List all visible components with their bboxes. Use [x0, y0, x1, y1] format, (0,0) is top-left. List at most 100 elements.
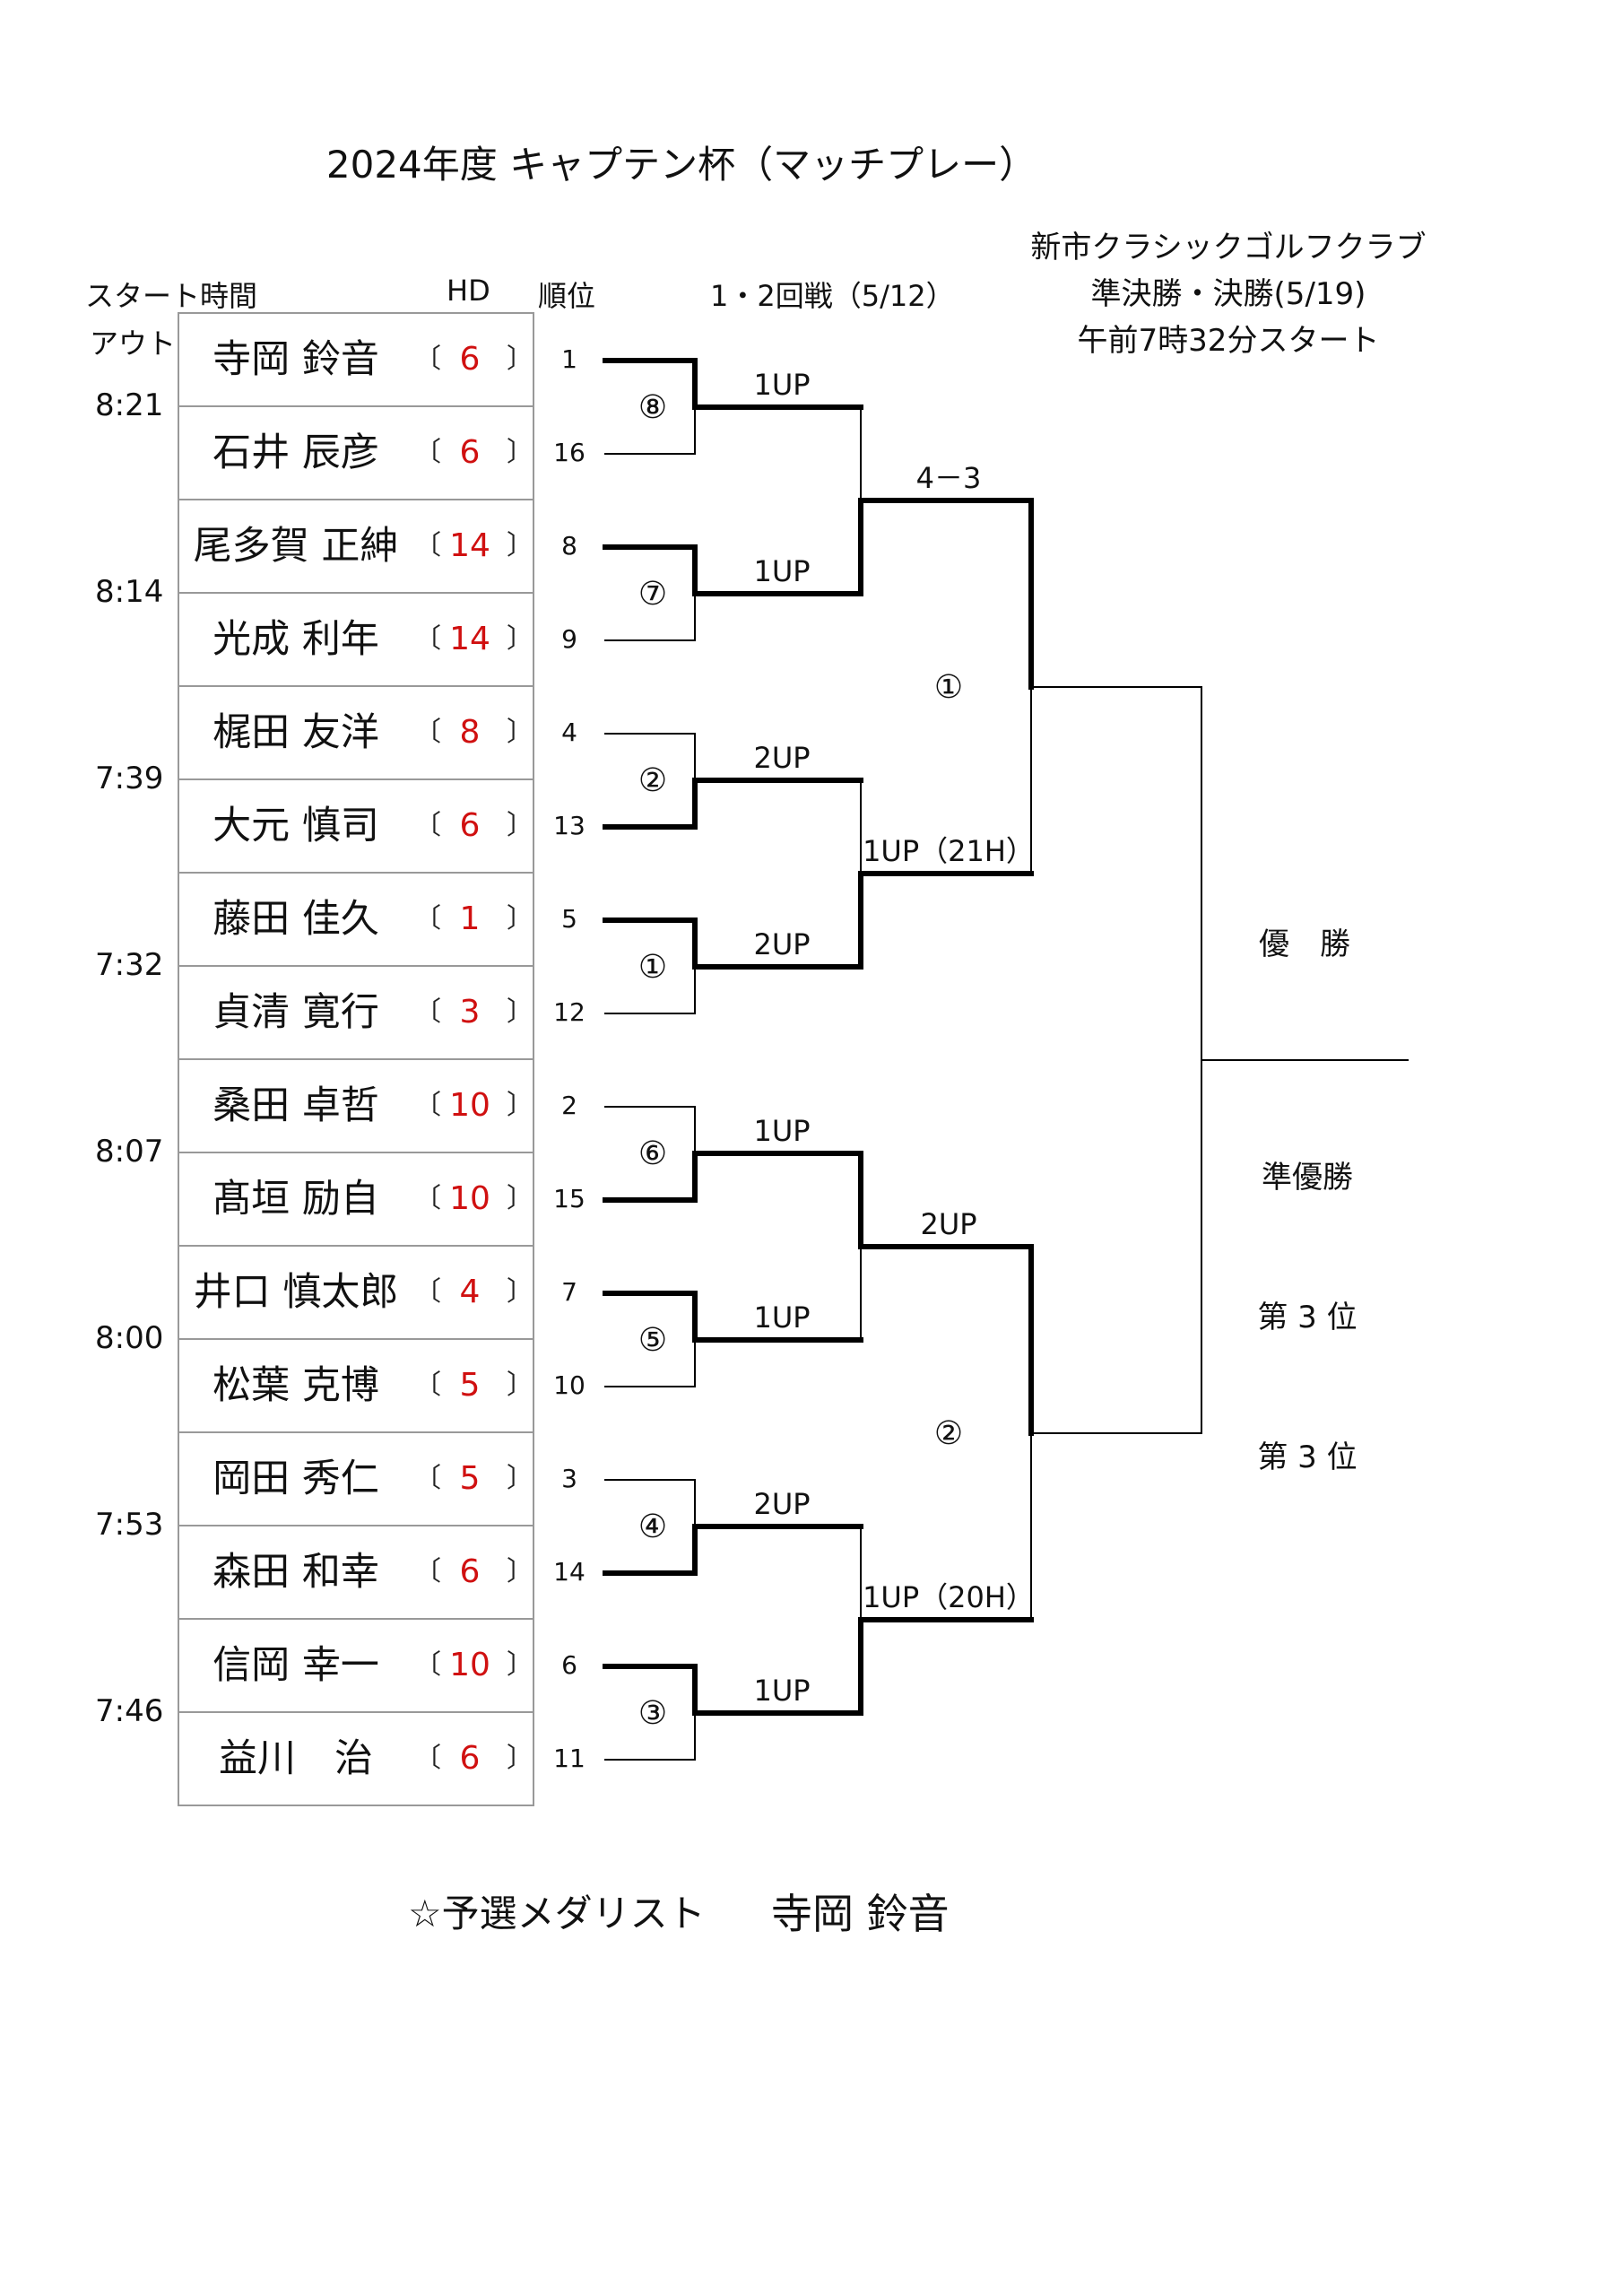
bracket-close: 〕 — [507, 810, 533, 841]
bracket-open: 〔 — [414, 996, 441, 1028]
player-name: 光成 利年 — [213, 617, 379, 662]
bracket-close: 〕 — [507, 1743, 533, 1774]
medalist-label: ☆予選メダリスト — [408, 1892, 706, 1935]
player-handicap: 14 — [449, 621, 490, 657]
match-number: ② — [638, 762, 667, 799]
player-name: 藤田 佳久 — [213, 897, 379, 942]
player-name: 尾多賀 正紳 — [193, 524, 399, 569]
out-label: アウト — [90, 326, 177, 361]
bracket-close: 〕 — [507, 1183, 533, 1214]
player-row: 貞清 寛行 〔 3 〕 — [179, 967, 533, 1060]
match-number: ① — [638, 949, 667, 986]
seed-number: 15 — [553, 1184, 585, 1213]
seed-number: 14 — [553, 1557, 585, 1587]
match-result: 2UP — [753, 1487, 810, 1521]
bracket-open: 〔 — [414, 1090, 441, 1121]
bracket-close: 〕 — [507, 1463, 533, 1494]
player-row: 髙垣 励自 〔 10 〕 — [179, 1153, 533, 1247]
match-result: 1UP（20H） — [863, 1580, 1035, 1614]
rank-header: 順位 — [538, 279, 596, 313]
bracket-close: 〕 — [507, 903, 533, 935]
player-handicap: 3 — [459, 994, 481, 1031]
bracket-open: 〔 — [414, 1649, 441, 1681]
bracket-close: 〕 — [507, 1090, 533, 1121]
player-name: 髙垣 励自 — [213, 1177, 379, 1222]
player-row: 桑田 卓哲〔10〕 — [179, 1060, 533, 1153]
seed-number: 11 — [553, 1744, 585, 1773]
player-name: 岡田 秀仁 — [213, 1457, 379, 1501]
start-time: 8:14 — [95, 574, 164, 610]
seed-number: 6 — [561, 1650, 577, 1680]
player-list: 寺岡 鈴音〔6〕石井 辰彦〔6〕尾多賀 正紳〔14〕光成 利年〔14〕梶田 友洋… — [178, 312, 534, 1806]
match-number: ④ — [638, 1509, 667, 1545]
bracket-open: 〔 — [414, 344, 441, 375]
player-name: 寺岡 鈴音 — [213, 337, 379, 382]
match-result: 2UP — [753, 741, 810, 775]
player-handicap: 5 — [459, 1367, 481, 1404]
player-name: 大元 慎司 — [213, 804, 379, 848]
player-name: 井口 慎太郎 — [193, 1270, 399, 1315]
player-handicap: 10 — [449, 1180, 490, 1217]
start-time-header: スタート時間 — [85, 279, 258, 313]
player-row: 信岡 幸一〔10〕 — [179, 1620, 533, 1713]
match-result: 2UP — [753, 927, 810, 961]
player-handicap: 8 — [459, 714, 481, 751]
bracket-open: 〔 — [414, 623, 441, 655]
start-time: 8:07 — [95, 1134, 164, 1170]
player-row: 光成 利年 〔14 〕 — [179, 594, 533, 687]
start-time: 7:53 — [95, 1507, 164, 1543]
start-time: 8:21 — [95, 387, 164, 423]
semifinal-number: ② — [934, 1415, 963, 1452]
bracket-close: 〕 — [507, 1276, 533, 1308]
match-result: 1UP — [753, 1674, 810, 1708]
seed-number: 3 — [561, 1464, 577, 1493]
bracket-open: 〔 — [414, 530, 441, 561]
seed-number: 9 — [561, 624, 577, 654]
player-row: 梶田 友洋〔8〕 — [179, 687, 533, 780]
third-place-label: 第 3 位 — [1257, 1439, 1357, 1475]
player-handicap: 6 — [459, 1553, 481, 1590]
match-result: 1UP — [753, 1114, 810, 1148]
bracket-open: 〔 — [414, 1370, 441, 1401]
bracket-close: 〕 — [507, 1556, 533, 1587]
seed-number: 10 — [553, 1370, 585, 1400]
player-name: 益川 治 — [219, 1736, 373, 1781]
player-name: 石井 辰彦 — [213, 430, 379, 475]
player-handicap: 6 — [459, 1740, 481, 1777]
player-handicap: 4 — [459, 1274, 481, 1310]
seed-number: 1 — [561, 344, 577, 374]
third-place-label: 第 3 位 — [1257, 1300, 1357, 1335]
bracket-open: 〔 — [414, 1276, 441, 1308]
hd-header: HD — [447, 274, 490, 308]
seed-number: 4 — [561, 718, 577, 747]
page-title: 2024年度 キャプテン杯（マッチプレー） — [325, 143, 1037, 187]
player-row: 大元 慎司〔6〕 — [179, 780, 533, 874]
bracket-close: 〕 — [507, 530, 533, 561]
match-number: ⑦ — [638, 576, 667, 613]
match-result: 2UP — [920, 1207, 976, 1241]
bracket-close: 〕 — [507, 623, 533, 655]
bracket-close: 〕 — [507, 717, 533, 748]
bracket-close: 〕 — [507, 437, 533, 468]
bracket-close: 〕 — [507, 996, 533, 1028]
champion-label: 優 勝 — [1259, 926, 1350, 962]
player-handicap: 6 — [459, 807, 481, 844]
match-result: 1UP — [753, 1300, 810, 1335]
seed-number: 12 — [553, 997, 585, 1027]
player-handicap: 14 — [449, 527, 490, 564]
semifinal-number: ① — [934, 669, 963, 706]
start-time: 7:46 — [95, 1693, 164, 1729]
match-result: 1UP — [753, 368, 810, 402]
bracket-open: 〔 — [414, 1183, 441, 1214]
player-row: 松葉 克博〔5〕 — [179, 1340, 533, 1433]
player-name: 信岡 幸一 — [213, 1643, 379, 1688]
player-handicap: 1 — [459, 900, 481, 937]
player-name: 森田 和幸 — [213, 1550, 379, 1595]
seed-number: 7 — [561, 1277, 577, 1307]
player-handicap: 6 — [459, 341, 481, 378]
seed-number: 2 — [561, 1091, 577, 1120]
bracket-open: 〔 — [414, 437, 441, 468]
player-name: 貞清 寛行 — [213, 990, 379, 1035]
runner-up-label: 準優勝 — [1262, 1160, 1353, 1196]
seed-number: 13 — [553, 811, 585, 840]
